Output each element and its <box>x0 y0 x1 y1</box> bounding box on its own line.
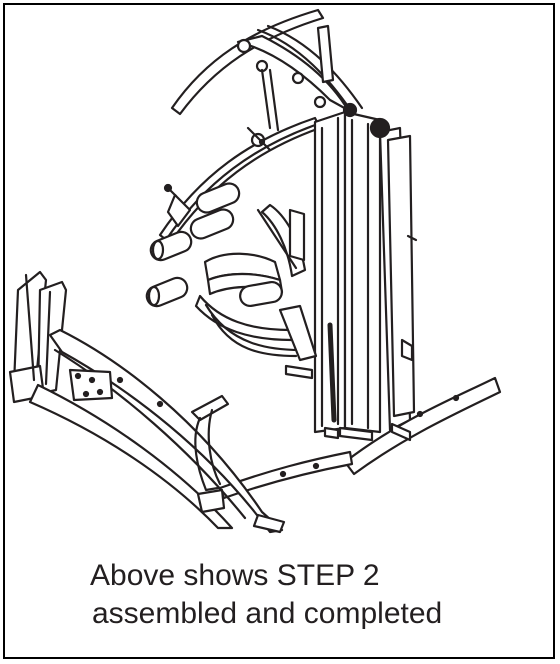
seat-and-pads <box>145 182 318 380</box>
figure-caption: Above shows STEP 2 assembled and complet… <box>90 557 550 633</box>
upper-press-arm <box>170 8 364 116</box>
middle-base-bar <box>218 450 354 500</box>
caption-line-1: Above shows STEP 2 <box>90 559 380 592</box>
caption-line-2: assembled and completed <box>92 597 443 630</box>
leg-developer-frame <box>8 270 286 534</box>
rear-upright-post <box>386 134 418 418</box>
right-base-bar <box>343 376 502 476</box>
